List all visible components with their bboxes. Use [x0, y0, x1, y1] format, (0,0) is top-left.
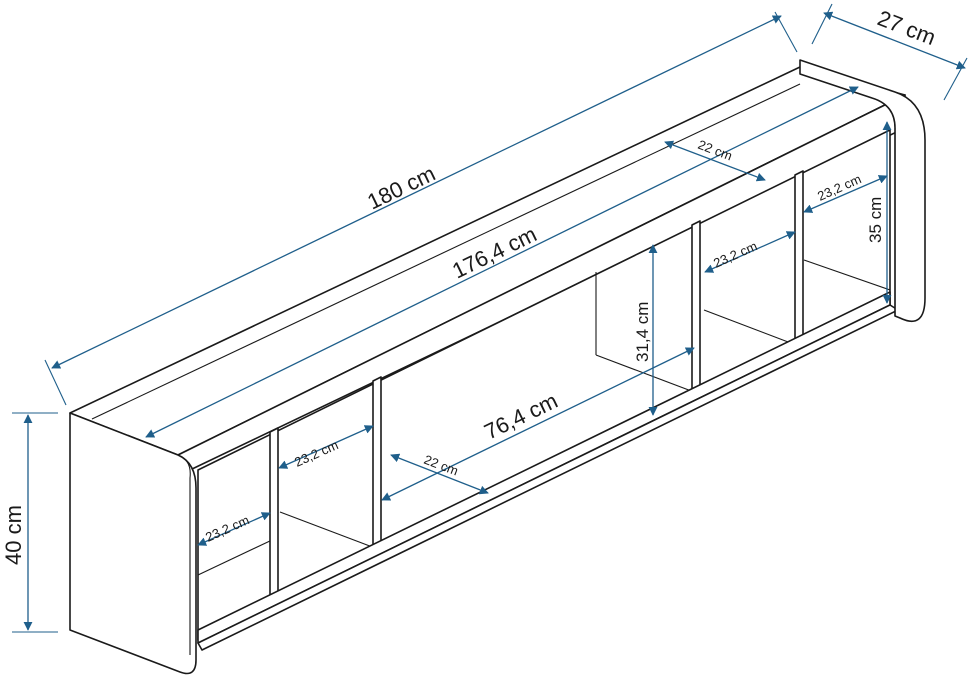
dim-22-back — [664, 140, 766, 182]
divider-2 — [372, 376, 382, 554]
dim-22-front — [390, 453, 489, 495]
dim-23-2-c4 — [704, 231, 796, 273]
divider-3 — [691, 220, 701, 395]
dim-27 — [823, 11, 966, 70]
right-side-panel — [799, 59, 926, 323]
label-total-width: 180 cm — [363, 161, 439, 215]
dimension-lines — [12, 3, 968, 633]
dim-23-2-c1 — [197, 512, 271, 546]
left-side-edge — [177, 454, 191, 655]
dim-23-2-c2 — [278, 425, 374, 469]
label-height: 40 cm — [1, 505, 26, 565]
label-depth: 27 cm — [874, 5, 939, 50]
label-inner-height: 35 cm — [866, 197, 885, 243]
divider-4 — [794, 170, 804, 347]
divider-1 — [269, 427, 279, 605]
dim-23-2-c5 — [803, 175, 888, 213]
ext-180-left — [44, 359, 67, 406]
ext-27-left — [811, 3, 833, 45]
compartment-floor-2 — [279, 511, 376, 549]
shelf-drawing — [69, 59, 926, 675]
label-middle-height: 31,4 cm — [633, 302, 652, 362]
compartment-floor-1 — [197, 539, 273, 576]
